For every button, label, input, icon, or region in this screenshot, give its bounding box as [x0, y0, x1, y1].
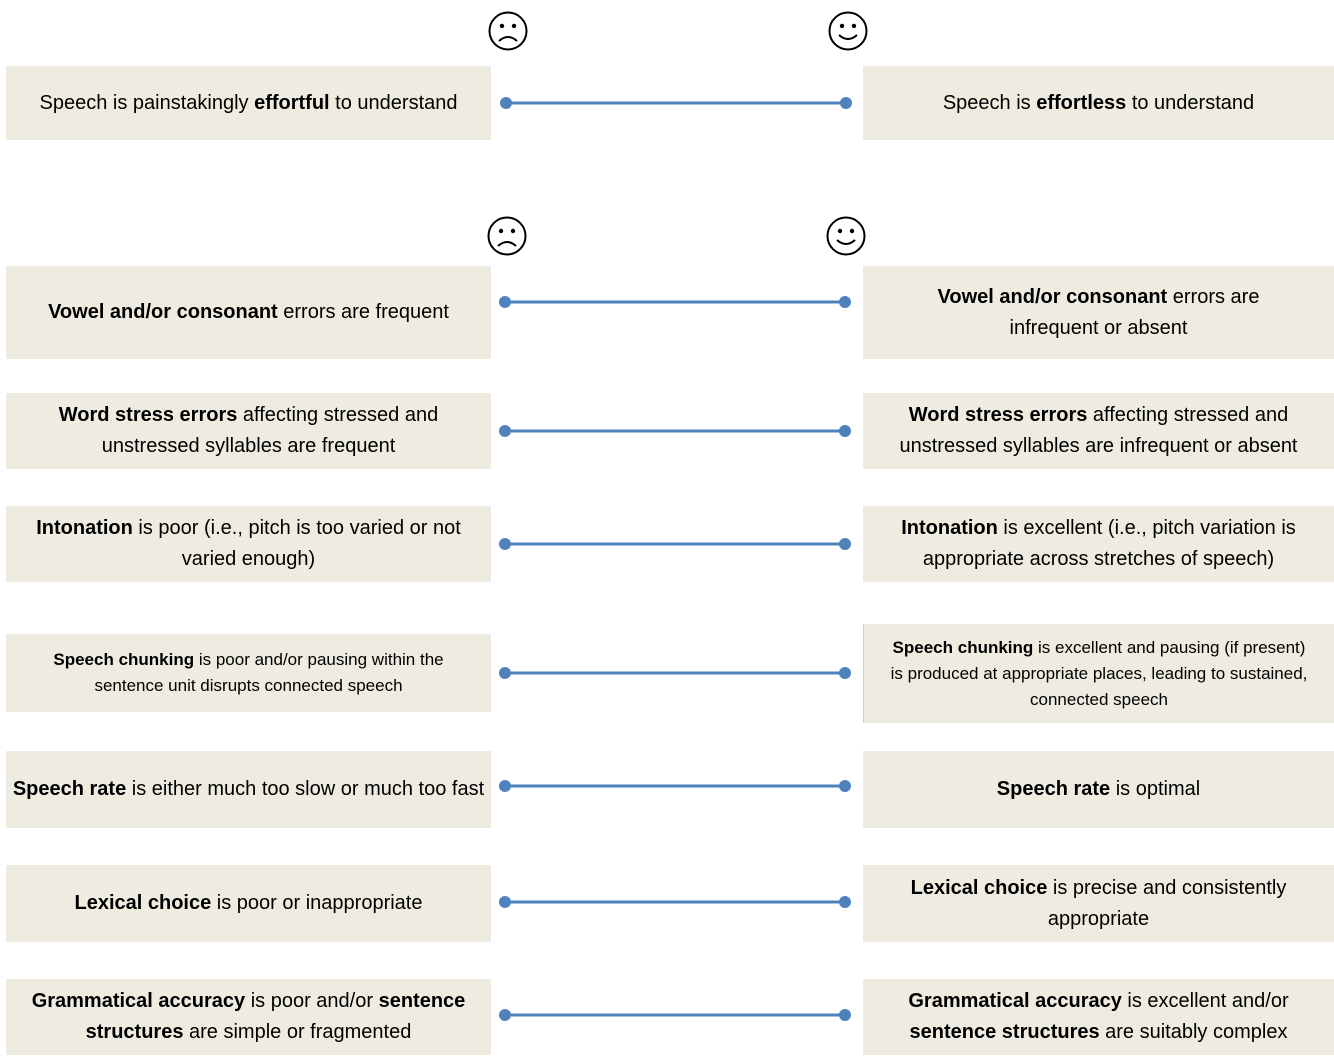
smiling-face-icon — [826, 216, 866, 256]
endpoint-dot-right — [839, 425, 851, 437]
scale-right-descriptor: Speech rate is optimal — [863, 751, 1334, 828]
scale-left-descriptor: Speech is painstakingly effortful to und… — [6, 66, 491, 140]
descriptor-text: Vowel and/or consonant errors are freque… — [48, 297, 449, 328]
endpoint-dot-left — [499, 780, 511, 792]
descriptor-text-segment: affecting stressed and unstressed syllab… — [899, 404, 1298, 457]
scale-left-descriptor: Vowel and/or consonant errors are freque… — [6, 266, 491, 359]
descriptor-text-segment: is poor or inappropriate — [211, 892, 423, 914]
descriptor-text: Speech rate is optimal — [997, 774, 1200, 805]
endpoint-dot-left — [499, 667, 511, 679]
frowning-face-icon — [487, 216, 527, 256]
descriptor-text: Intonation is excellent (i.e., pitch var… — [867, 513, 1330, 575]
descriptor-text-segment: is either much too slow or much too fast — [126, 778, 485, 800]
scale-left-descriptor: Lexical choice is poor or inappropriate — [6, 865, 491, 942]
descriptor-key-term: sentence structures — [909, 1021, 1100, 1043]
descriptor-key-term: Intonation — [36, 517, 133, 539]
endpoint-dot-right — [839, 667, 851, 679]
scale-right-descriptor: Speech chunking is excellent and pausing… — [863, 624, 1334, 723]
descriptor-key-term: Word stress errors — [908, 404, 1088, 426]
descriptor-text: Intonation is poor (i.e., pitch is too v… — [12, 513, 485, 575]
descriptor-text: Vowel and/or consonant errors are infreq… — [913, 282, 1284, 344]
descriptor-text-segment: is excellent and pausing (if present) is… — [890, 637, 1308, 709]
scale-left-descriptor: Word stress errors affecting stressed an… — [6, 393, 491, 469]
scale-right-descriptor: Intonation is excellent (i.e., pitch var… — [863, 506, 1334, 582]
endpoint-dot-right — [839, 780, 851, 792]
scale-left-descriptor: Grammatical accuracy is poor and/or sent… — [6, 979, 491, 1055]
endpoint-dot-left — [500, 97, 512, 109]
descriptor-key-term: Vowel and/or consonant — [48, 301, 278, 323]
scale-right-descriptor: Speech is effortless to understand — [863, 66, 1334, 140]
descriptor-text-segment: is poor and/or pausing within the senten… — [94, 650, 444, 695]
descriptor-key-term: Word stress errors — [58, 404, 238, 426]
descriptor-key-term: sentence structures — [85, 990, 466, 1043]
descriptor-text-segment: Speech is painstakingly — [39, 91, 255, 114]
scale-left-descriptor: Intonation is poor (i.e., pitch is too v… — [6, 506, 491, 582]
descriptor-text-segment: is excellent (i.e., pitch variation is a… — [922, 517, 1296, 570]
endpoint-dot-right — [839, 538, 851, 550]
descriptor-text: Grammatical accuracy is excellent and/or… — [885, 986, 1312, 1048]
descriptor-text: Lexical choice is precise and consistent… — [883, 873, 1314, 935]
descriptor-text-segment: to understand — [329, 91, 458, 114]
scale-right-descriptor: Grammatical accuracy is excellent and/or… — [863, 979, 1334, 1055]
descriptor-text-segment: is poor and/or — [245, 990, 379, 1012]
endpoint-dot-left — [499, 425, 511, 437]
scale-left-descriptor: Speech rate is either much too slow or m… — [6, 751, 491, 828]
scale-right-descriptor: Lexical choice is precise and consistent… — [863, 865, 1334, 942]
descriptor-text-segment: are suitably complex — [1099, 1021, 1288, 1043]
descriptor-key-term: Grammatical accuracy — [908, 990, 1122, 1012]
descriptor-text-segment: errors are infrequent or absent — [1009, 285, 1260, 339]
endpoint-dot-right — [839, 1009, 851, 1021]
descriptor-text-segment: to understand — [1126, 91, 1255, 114]
descriptor-text-segment: is poor (i.e., pitch is too varied or no… — [132, 517, 461, 570]
descriptor-key-term: Vowel and/or consonant — [937, 285, 1168, 308]
descriptor-key-term: Intonation — [901, 517, 998, 539]
descriptor-key-term: Speech rate — [12, 778, 127, 800]
descriptor-key-term: Speech rate — [996, 778, 1111, 800]
descriptor-text-segment: is precise and consistently appropriate — [1047, 876, 1287, 930]
endpoint-dot-left — [499, 296, 511, 308]
descriptor-text: Word stress errors affecting stressed an… — [865, 400, 1332, 462]
descriptor-text-segment: Speech is — [942, 91, 1037, 114]
descriptor-key-term: effortless — [1036, 91, 1127, 114]
descriptor-text: Word stress errors affecting stressed an… — [34, 400, 463, 462]
endpoint-dot-right — [840, 97, 852, 109]
descriptor-key-term: Speech chunking — [892, 637, 1034, 657]
descriptor-text: Speech chunking is poor and/or pausing w… — [20, 647, 477, 699]
descriptor-text-segment: are simple or fragmented — [183, 1021, 412, 1043]
descriptor-text-segment: affecting stressed and unstressed syllab… — [101, 404, 439, 457]
descriptor-key-term: effortful — [254, 91, 330, 114]
descriptor-text: Speech rate is either much too slow or m… — [13, 774, 484, 805]
descriptor-text: Lexical choice is poor or inappropriate — [75, 888, 423, 919]
descriptor-text: Speech is painstakingly effortful to und… — [40, 88, 458, 119]
endpoint-dot-left — [499, 1009, 511, 1021]
endpoint-dot-left — [499, 896, 511, 908]
descriptor-text-segment: is excellent and/or — [1121, 990, 1289, 1012]
descriptor-key-term: Lexical choice — [74, 892, 212, 914]
scale-right-descriptor: Vowel and/or consonant errors are infreq… — [863, 266, 1334, 359]
endpoint-dot-right — [839, 896, 851, 908]
scale-right-descriptor: Word stress errors affecting stressed an… — [863, 393, 1334, 469]
descriptor-text: Speech is effortless to understand — [943, 88, 1254, 119]
descriptor-text-segment: is optimal — [1110, 778, 1201, 800]
endpoint-dot-left — [499, 538, 511, 550]
descriptor-key-term: Lexical choice — [910, 876, 1048, 899]
scale-left-descriptor: Speech chunking is poor and/or pausing w… — [6, 634, 491, 712]
smiling-face-icon — [828, 11, 868, 51]
descriptor-key-term: Speech chunking — [53, 650, 195, 669]
descriptor-key-term: Grammatical accuracy — [31, 990, 246, 1012]
descriptor-text: Grammatical accuracy is poor and/or sent… — [8, 986, 489, 1048]
frowning-face-icon — [488, 11, 528, 51]
descriptor-text-segment: errors are frequent — [277, 301, 449, 323]
descriptor-text: Speech chunking is excellent and pausing… — [890, 635, 1308, 713]
endpoint-dot-right — [839, 296, 851, 308]
